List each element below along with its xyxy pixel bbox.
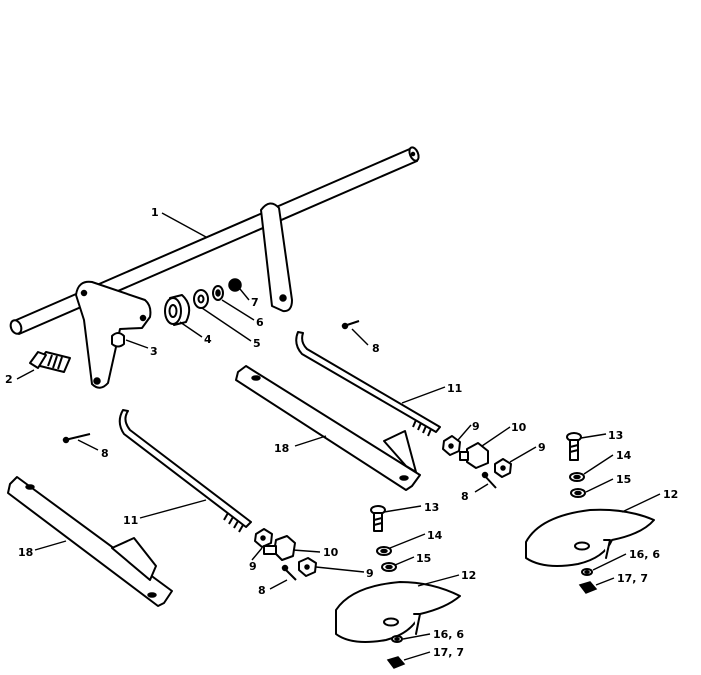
callout-11-lower: 11 [123,514,138,527]
plate-lower-part [7,476,173,607]
bolt-washer-center-part [370,505,397,572]
pin-part-top [341,320,360,330]
callout-5: 5 [253,337,261,350]
callout-14-right: 14 [616,449,632,462]
callout-18-lower: 18 [18,546,33,559]
right-arm-part [260,202,293,313]
tie-rod-upper-part [295,331,441,437]
callout-4: 4 [204,333,212,346]
callout-16-6-right: 16, 6 [629,548,660,561]
callout-12-center: 12 [461,569,476,582]
callout-12-right: 12 [663,488,678,501]
left-bracket-part [75,280,152,389]
shaft-part [9,146,420,335]
linkage-upper-part [442,435,512,489]
callout-7: 7 [251,296,259,309]
callout-6: 6 [256,316,264,329]
callout-15-center: 15 [416,552,431,565]
callout-9-lower-right: 9 [366,567,374,580]
callout-9-lower-left: 9 [249,560,257,573]
callout-15-right: 15 [616,473,631,486]
callout-10-upper: 10 [511,421,527,434]
leader-lines [16,212,661,661]
nut-clip-center-part [386,635,406,669]
bushing-part [164,294,191,326]
callout-9-upper-right: 9 [538,441,546,454]
bolt-part [29,351,71,373]
callout-2: 2 [5,373,13,386]
lock-washer-part [212,285,224,301]
callout-10-lower: 10 [323,546,339,559]
callout-11-upper: 11 [447,382,462,395]
callout-17-7-right: 17, 7 [617,572,648,585]
nut-part [228,278,242,292]
callout-labels: 1 2 3 4 5 6 7 8 11 9 10 9 8 18 8 11 18 1… [5,206,678,659]
shield-center-part [335,581,461,643]
callout-14-center: 14 [427,529,443,542]
linkage-lower-part [254,528,317,581]
plate-upper-part [235,365,421,491]
callout-13-right: 13 [608,429,623,442]
callout-8-left: 8 [101,447,109,460]
nut-clip-right-part [578,568,598,594]
callout-9-upper-left: 9 [472,420,480,433]
callout-13-center: 13 [424,501,439,514]
callout-17-7-center: 17, 7 [433,646,464,659]
pin-part-left [62,433,91,444]
callout-18-upper: 18 [274,442,289,455]
callout-16-6-center: 16, 6 [433,628,464,641]
bolt-washer-right-part [566,432,586,498]
callout-8-top: 8 [372,342,380,355]
callout-8-upper: 8 [461,490,469,503]
tie-rod-lower-part [118,409,252,533]
callout-8-lower: 8 [258,584,266,597]
washer-part [193,289,209,309]
shield-right-part [525,508,655,567]
callout-3: 3 [150,345,158,358]
callout-1: 1 [151,206,159,219]
